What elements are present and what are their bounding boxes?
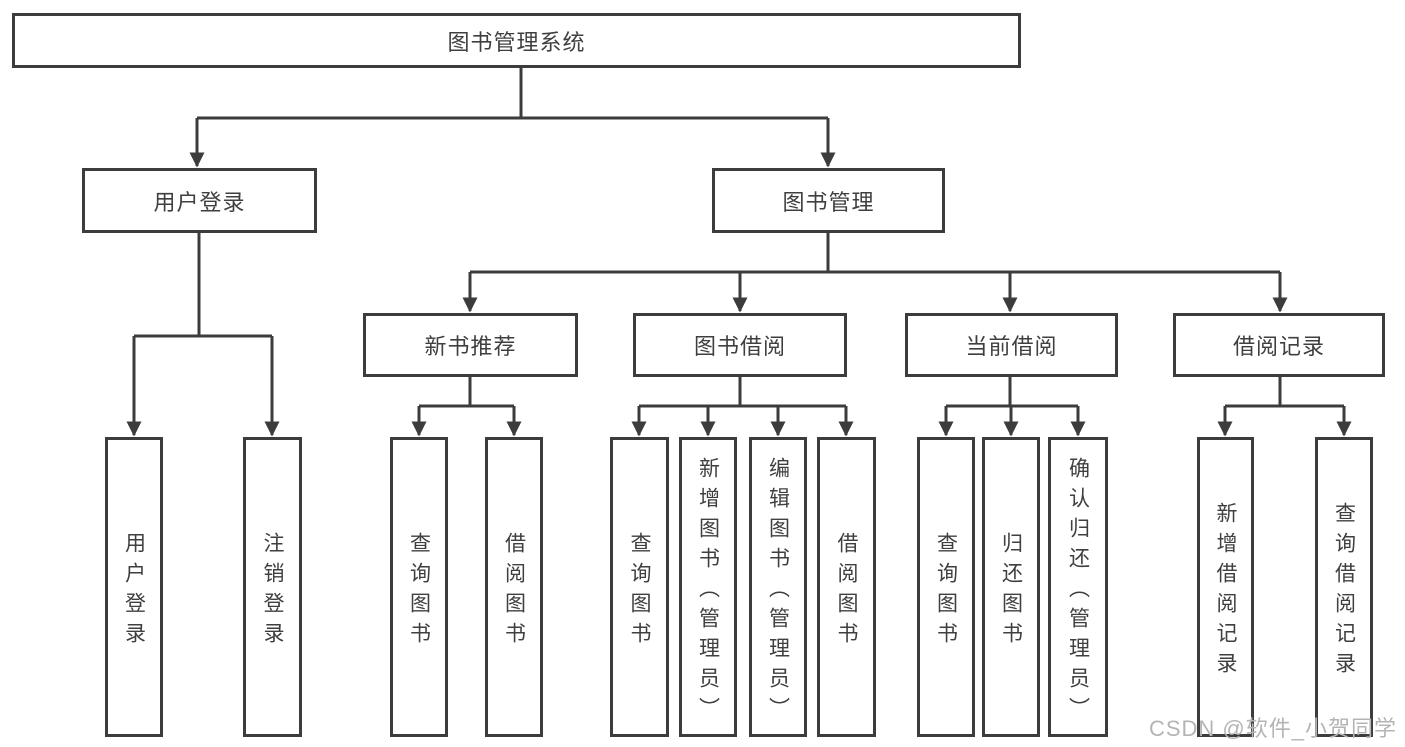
leaf-query-books-borrow: 查询图书 [610, 437, 669, 737]
leaf-query-borrow-record: 查询借阅记录 [1315, 437, 1373, 737]
leaf-borrow-books: 借阅图书 [817, 437, 876, 737]
node-user-login: 用户登录 [82, 168, 317, 233]
node-book-borrow: 图书借阅 [633, 313, 847, 377]
leaf-borrow-books-recommend: 借阅图书 [485, 437, 543, 737]
csdn-watermark: CSDN @软件_小贺同学 [1148, 716, 1397, 741]
leaf-logout: 注销登录 [243, 437, 302, 737]
node-borrow-records: 借阅记录 [1173, 313, 1385, 377]
leaf-query-books-current: 查询图书 [917, 437, 975, 737]
leaf-add-books-admin: 新增图书（管理员） [679, 437, 737, 737]
node-book-management: 图书管理 [712, 168, 945, 233]
node-current-borrow: 当前借阅 [905, 313, 1118, 377]
leaf-add-borrow-record: 新增借阅记录 [1197, 437, 1254, 737]
leaf-edit-books-admin: 编辑图书（管理员） [749, 437, 807, 737]
leaf-return-books: 归还图书 [982, 437, 1040, 737]
leaf-confirm-return-admin: 确认归还（管理员） [1048, 437, 1108, 737]
node-root: 图书管理系统 [12, 13, 1021, 68]
leaf-query-books-recommend: 查询图书 [390, 437, 448, 737]
leaf-user-login: 用户登录 [105, 437, 163, 737]
node-new-book-recommend: 新书推荐 [363, 313, 578, 377]
